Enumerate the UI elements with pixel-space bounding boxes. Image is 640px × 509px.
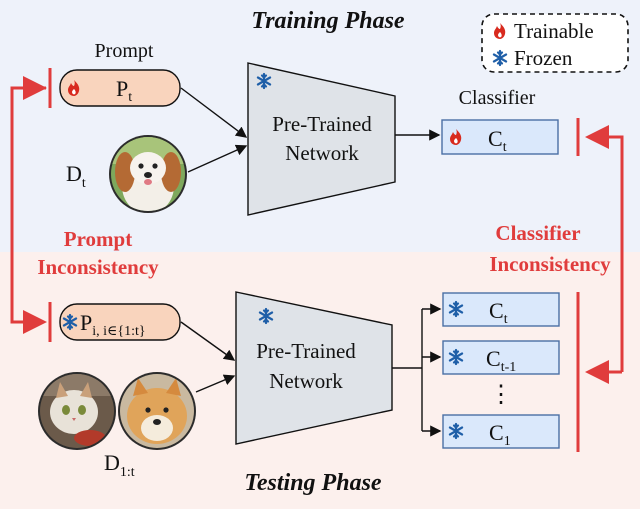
- cat-photo-icon: [38, 372, 116, 450]
- testing-network-line2: Network: [269, 369, 343, 393]
- testing-data-label: D1:t: [104, 450, 135, 480]
- prompt-inconsistency-line1: Prompt: [64, 227, 132, 251]
- testing-prompt-text: Pi, i∈{1:t}: [80, 310, 146, 339]
- training-prompt-box: Pt: [59, 69, 181, 107]
- dog-photo-icon: [118, 372, 196, 450]
- classifier-inconsistency-line2: Inconsistency: [489, 252, 611, 276]
- classifier-ellipsis: ⋮: [489, 382, 513, 408]
- testing-classifier-box-1: C1: [442, 414, 560, 449]
- prompt-inconsistency-connector: [10, 68, 52, 342]
- training-classifier-box: Ct: [441, 119, 559, 155]
- testing-classifier-text: C1: [489, 420, 511, 449]
- training-prompt-text: Pt: [116, 76, 132, 105]
- training-classifier-text: Ct: [488, 126, 507, 155]
- testing-phase-title: Testing Phase: [244, 470, 381, 496]
- arrow-test-prompt-to-network: [180, 321, 236, 361]
- testing-classifier-box-t-1: Ct-1: [442, 340, 560, 375]
- testing-pretrained-network: Pre-Trained Network: [235, 291, 393, 445]
- classifier-inconsistency-connector: [576, 118, 624, 452]
- classifier-label: Classifier: [459, 87, 536, 109]
- testing-prompt-box: Pi, i∈{1:t}: [59, 303, 181, 341]
- training-network-line2: Network: [285, 141, 359, 165]
- prompt-label: Prompt: [95, 40, 154, 62]
- testing-network-line1: Pre-Trained: [256, 339, 356, 363]
- prompt-inconsistency-line2: Inconsistency: [37, 255, 159, 279]
- testing-classifier-text: Ct-1: [486, 346, 516, 375]
- training-network-line1: Pre-Trained: [272, 112, 372, 136]
- training-pretrained-network: Pre-Trained Network: [247, 62, 396, 216]
- training-phase-title: Training Phase: [251, 8, 404, 34]
- classifier-fanout-connector: [392, 303, 442, 437]
- arrow-test-data-to-network: [195, 374, 236, 393]
- testing-classifier-text: Ct: [489, 298, 508, 327]
- legend-trainable-label: Trainable: [514, 19, 594, 43]
- classifier-inconsistency-line1: Classifier: [495, 221, 580, 245]
- dog-photo-icon: [109, 135, 187, 213]
- arrow-prompt-to-network: [180, 87, 248, 138]
- training-data-label: Dt: [66, 161, 86, 191]
- legend: Trainable Frozen: [481, 13, 629, 73]
- testing-classifier-box-t: Ct: [442, 292, 560, 327]
- legend-frozen-label: Frozen: [514, 46, 573, 70]
- arrow-data-to-network: [187, 144, 248, 173]
